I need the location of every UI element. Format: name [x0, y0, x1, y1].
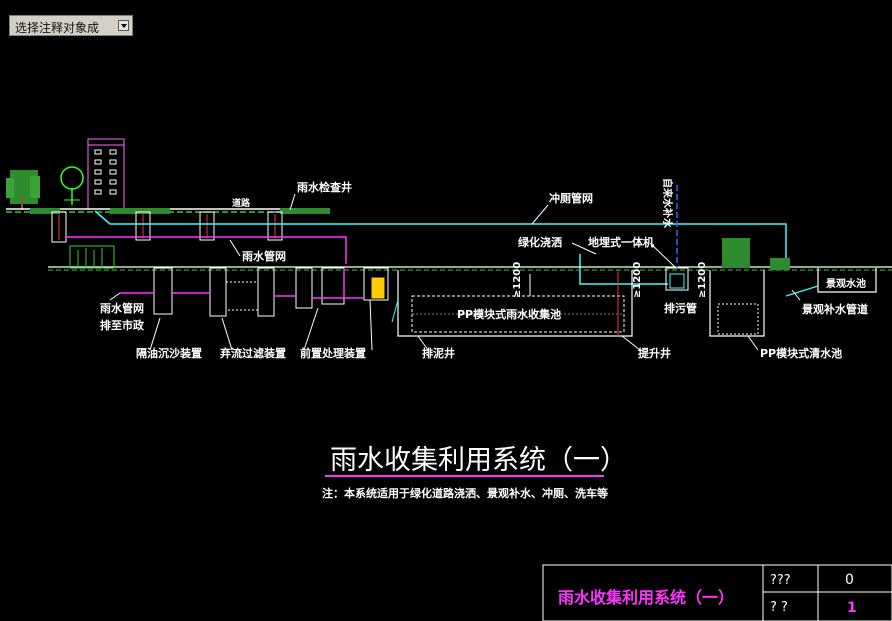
drawing-title: 雨水收集利用系统（一）: [330, 445, 627, 476]
drawing-note: 注：本系统适用于绿化道路浇洒、景观补水、冲厕、洗车等: [322, 486, 608, 500]
label-grease-sand: 隔油沉沙装置: [136, 346, 202, 360]
annotation-object-dropdown[interactable]: 选择注释对象成: [9, 15, 133, 36]
label-discharge-pipe: 排污管: [664, 301, 697, 315]
building-icon: [87, 138, 125, 210]
label-rain-pipe-left: 雨水管网: [100, 301, 144, 315]
upper-ground-line: [6, 208, 330, 214]
label-pp-collection: PP模块式雨水收集池: [457, 307, 561, 321]
middle-ground-line: [48, 238, 892, 271]
label-rain-pipe-network: 雨水管网: [242, 249, 286, 263]
label-diversion-filter: 弃流过滤装置: [219, 346, 286, 360]
label-lift-well: 提升井: [638, 346, 671, 360]
landscape-pool: [785, 268, 877, 297]
label-mud-well: 排泥井: [422, 346, 455, 360]
label-dim2: ≥1200: [632, 262, 643, 298]
label-dim1: ≥1200: [512, 262, 523, 298]
label-tap-water: 自来水补水: [661, 178, 674, 229]
tree-icon: [60, 166, 84, 205]
upper-wells: [51, 211, 283, 243]
dropdown-arrow-button[interactable]: [118, 20, 129, 31]
title-block: [542, 564, 892, 621]
chevron-down-icon: [121, 24, 127, 28]
flush-pipe-network: [94, 210, 787, 285]
integrated-machine: [665, 185, 689, 291]
label-flush-pipe: 冲厕管网: [549, 191, 593, 205]
label-greening-irrigation: 绿化浇洒: [518, 235, 562, 249]
label-road: 道路: [232, 197, 251, 209]
label-inspection-well: 雨水检查井: [297, 180, 352, 194]
rain-pipe-network-lower: [120, 268, 364, 299]
treatment-devices: [153, 267, 389, 317]
rain-pipe-network-upper: [66, 236, 347, 264]
tree-icon: [6, 170, 40, 210]
pp-clear-water-pool: [709, 270, 765, 337]
title-block-cell-top-right: 0: [845, 572, 854, 588]
leader-lines: [109, 193, 801, 351]
label-pp-clear: PP模块式清水池: [760, 346, 842, 360]
title-block-cell-top-left: ???: [770, 573, 791, 588]
title-block-name: 雨水收集利用系统（一）: [558, 588, 734, 607]
label-pretreatment: 前置处理装置: [300, 346, 366, 360]
label-dim3: ≥1200: [697, 262, 708, 298]
dropdown-value: 选择注释对象成: [15, 21, 100, 35]
pp-rainwater-collection-pool: [391, 270, 633, 337]
label-to-municipal: 排至市政: [100, 318, 145, 332]
label-landscape-pool: 景观水池: [826, 277, 866, 290]
label-integrated-machine: 地埋式一体机: [588, 235, 654, 249]
title-block-cell-bottom-right: 1: [847, 600, 857, 616]
title-block-cell-bottom-left: ? ?: [770, 600, 788, 615]
label-landscape-pipe: 景观补水管道: [801, 302, 868, 316]
